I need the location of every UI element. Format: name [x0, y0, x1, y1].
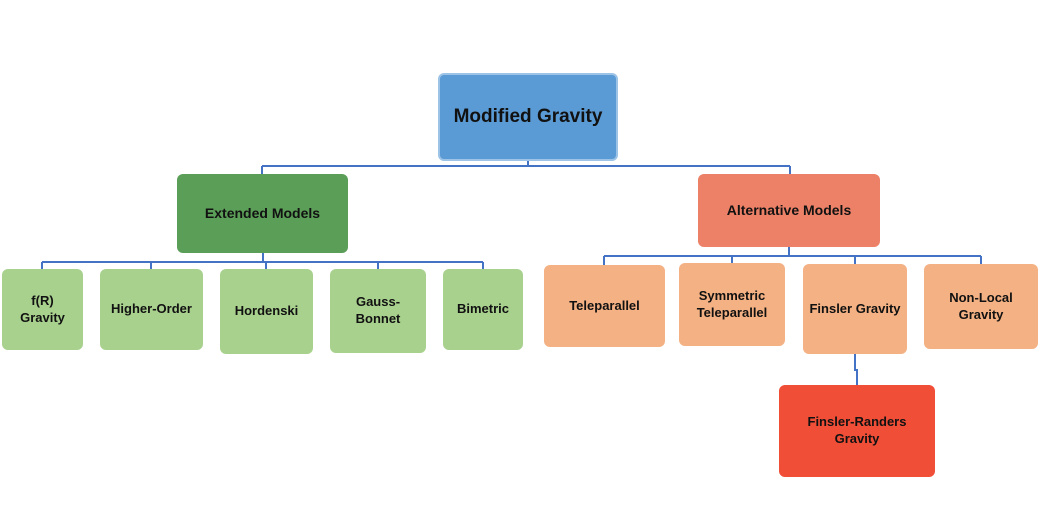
node-finsler-randers-gravity: Finsler-Randers Gravity [779, 385, 935, 477]
node-non-local-gravity: Non-Local Gravity [924, 264, 1038, 349]
node-finsler-gravity: Finsler Gravity [803, 264, 907, 354]
node-f-r-gravity: f(R) Gravity [2, 269, 83, 350]
node-gauss-bonnet: Gauss-Bonnet [330, 269, 426, 353]
node-alternative-models: Alternative Models [698, 174, 880, 247]
node-modified-gravity: Modified Gravity [438, 73, 618, 161]
node-bimetric: Bimetric [443, 269, 523, 350]
node-symmetric-teleparallel: Symmetric Teleparallel [679, 263, 785, 346]
node-higher-order: Higher-Order [100, 269, 203, 350]
connector-to-finsler-randers [854, 354, 858, 385]
node-extended-models: Extended Models [177, 174, 348, 253]
node-hordenski: Hordenski [220, 269, 313, 354]
node-teleparallel: Teleparallel [544, 265, 665, 347]
